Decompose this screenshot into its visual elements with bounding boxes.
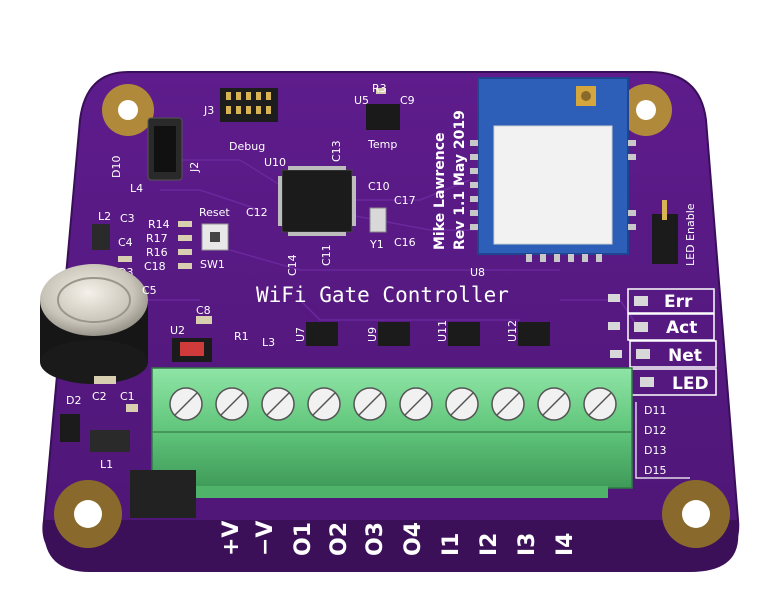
terminal-block xyxy=(151,367,633,498)
ref-u12: U12 xyxy=(506,320,519,342)
terminal-label-i1: I1 xyxy=(439,533,464,557)
ref-c14: C14 xyxy=(286,254,299,276)
ref-d12: D12 xyxy=(644,424,666,437)
regulator xyxy=(172,316,212,362)
ref-c8: C8 xyxy=(196,304,211,317)
inductor-l2 xyxy=(92,224,110,250)
ref-r16: R16 xyxy=(146,246,168,259)
small-passives xyxy=(118,221,192,269)
status-led-label: Err xyxy=(664,292,693,312)
terminal-labels: +V −V O1 O2 O3 O4 I1 I2 I3 I4 xyxy=(219,521,578,556)
ref-l4: L4 xyxy=(130,182,143,195)
ref-c11: C11 xyxy=(320,244,333,266)
usb-connector xyxy=(147,117,183,181)
terminal-label-i3: I3 xyxy=(515,533,540,557)
debug-label: Debug xyxy=(229,140,265,153)
terminal-label-o2: O2 xyxy=(327,522,352,556)
ref-u2: U2 xyxy=(170,324,185,337)
ref-u8: U8 xyxy=(470,266,485,279)
status-led-label: Act xyxy=(666,318,697,338)
ref-c9: C9 xyxy=(400,94,415,107)
led-enable-label: LED Enable xyxy=(684,203,697,266)
mounting-hole-tr xyxy=(620,84,672,136)
ref-c13: C13 xyxy=(330,140,343,162)
ref-r17: R17 xyxy=(146,232,168,245)
terminal-label-o4: O4 xyxy=(401,522,426,556)
ref-d15: D15 xyxy=(644,464,666,477)
terminal-label-o3: O3 xyxy=(363,522,388,556)
ref-c12: C12 xyxy=(246,206,268,219)
ref-d2: D2 xyxy=(66,394,81,407)
ref-c10: C10 xyxy=(368,180,390,193)
ref-j2: J2 xyxy=(188,162,201,173)
ref-u7: U7 xyxy=(294,327,307,342)
ref-d11: D11 xyxy=(644,404,666,417)
author-label: Mike Lawrence xyxy=(432,133,448,251)
ref-d10: D10 xyxy=(110,156,123,178)
mounting-hole-tl xyxy=(102,84,154,136)
ref-l1: L1 xyxy=(100,458,113,471)
ref-c4: C4 xyxy=(118,236,133,249)
ref-l3: L3 xyxy=(262,336,275,349)
copper-traces xyxy=(110,159,641,331)
status-led-label: Net xyxy=(668,346,702,366)
ref-l2: L2 xyxy=(98,210,111,223)
debug-header xyxy=(220,88,278,122)
ref-r14: R14 xyxy=(148,218,170,231)
lower-left-parts xyxy=(60,376,196,518)
wifi-module xyxy=(470,77,636,262)
terminal-label-plus-v: +V xyxy=(219,521,244,556)
terminal-label-i2: I2 xyxy=(477,533,502,557)
ref-y1: Y1 xyxy=(369,238,384,251)
mcu-chip xyxy=(278,166,356,236)
led-enable-jumper[interactable] xyxy=(652,200,678,264)
status-leds: Err Act Net LED xyxy=(608,288,717,396)
terminal-screws xyxy=(169,387,617,421)
temp-label: Temp xyxy=(367,138,397,151)
ref-c16: C16 xyxy=(394,236,416,249)
driver-chips xyxy=(306,322,550,346)
ref-r1: R1 xyxy=(234,330,249,343)
temp-sensor xyxy=(366,88,400,130)
mounting-hole-br xyxy=(662,480,730,548)
status-led-net: Net xyxy=(610,340,717,368)
crystal xyxy=(369,207,387,233)
status-led-act: Act xyxy=(608,313,715,341)
board-title: WiFi Gate Controller xyxy=(256,283,509,307)
ref-c18: C18 xyxy=(144,260,166,273)
ref-j3: J3 xyxy=(203,104,214,117)
terminal-label-i4: I4 xyxy=(553,533,578,557)
ref-c3: C3 xyxy=(120,212,135,225)
ref-d13: D13 xyxy=(644,444,666,457)
status-led-err: Err xyxy=(608,288,715,314)
electrolytic-capacitor xyxy=(40,264,148,384)
ref-r3: R3 xyxy=(372,82,387,95)
ref-c17: C17 xyxy=(394,194,416,207)
ref-c1: C1 xyxy=(120,390,135,403)
ref-u9: U9 xyxy=(366,327,379,342)
reset-label: Reset xyxy=(199,206,230,219)
ref-c2: C2 xyxy=(92,390,107,403)
reset-switch[interactable] xyxy=(201,223,229,251)
ref-u5: U5 xyxy=(354,94,369,107)
status-led-label: LED xyxy=(672,374,709,394)
ref-sw1: SW1 xyxy=(200,258,225,271)
mounting-hole-bl xyxy=(54,480,122,548)
revision-label: Rev 1.1 May 2019 xyxy=(452,110,468,250)
ref-u10: U10 xyxy=(264,156,286,169)
ref-c5: C5 xyxy=(142,284,157,297)
terminal-label-o1: O1 xyxy=(291,522,316,556)
ref-u11: U11 xyxy=(436,320,449,342)
terminal-label-minus-v: −V xyxy=(253,521,278,556)
